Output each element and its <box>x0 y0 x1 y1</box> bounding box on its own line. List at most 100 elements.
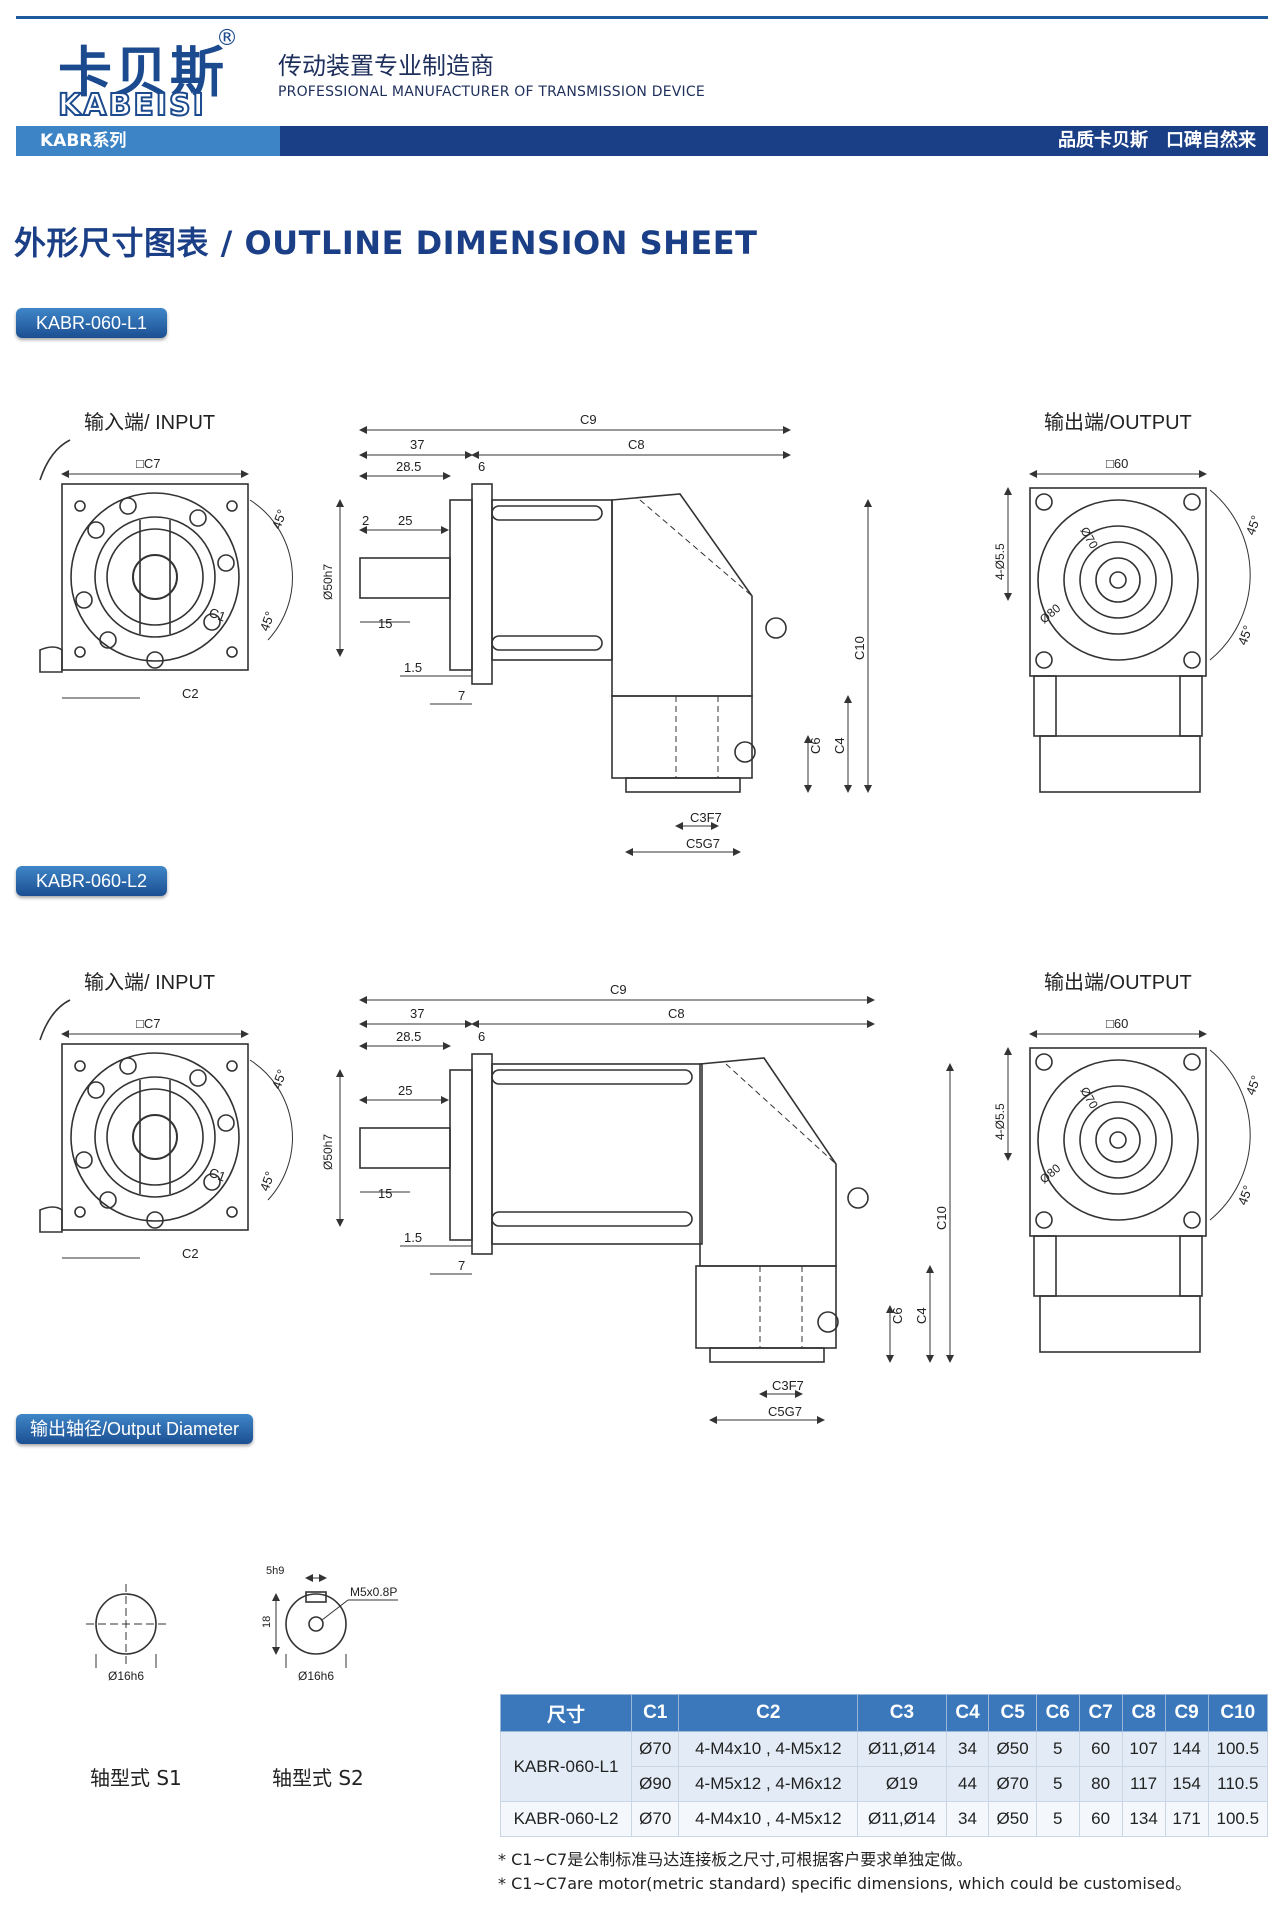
svg-text:45°: 45° <box>257 609 278 633</box>
svg-text:C10: C10 <box>852 636 867 660</box>
header-c2: C2 <box>678 1694 859 1732</box>
header-c3: C3 <box>857 1694 947 1732</box>
series-label: KABR系列 <box>40 131 127 151</box>
svg-text:C10: C10 <box>934 1206 949 1230</box>
svg-text:15: 15 <box>378 1186 392 1201</box>
svg-text:□60: □60 <box>1106 1016 1128 1031</box>
model-tag-l2: KABR-060-L2 <box>16 866 168 896</box>
svg-text:Ø80: Ø80 <box>1037 601 1064 627</box>
svg-text:Ø50h7: Ø50h7 <box>321 1134 335 1170</box>
svg-text:C3F7: C3F7 <box>690 810 722 825</box>
svg-text:C8: C8 <box>628 437 645 452</box>
tagline-en: PROFESSIONAL MANUFACTURER OF TRANSMISSIO… <box>278 84 705 100</box>
shaft-s2-label: 轴型式 S2 <box>272 1766 364 1790</box>
svg-text:7: 7 <box>458 688 465 703</box>
input-view-l1 <box>39 439 293 699</box>
table-header-row: 尺寸 C1 C2 C3 C4 C5 C6 C7 C8 C9 C10 <box>499 1694 1269 1732</box>
svg-text:37: 37 <box>410 437 424 452</box>
header-bar-accent <box>16 126 280 156</box>
svg-text:25: 25 <box>398 513 412 528</box>
svg-text:Ø16h6: Ø16h6 <box>108 1669 144 1683</box>
svg-text:C6: C6 <box>890 1307 905 1324</box>
shaft-s1-label: 轴型式 S1 <box>90 1766 182 1790</box>
dimension-table: 尺寸 C1 C2 C3 C4 C5 C6 C7 C8 C9 C10 KABR-0… <box>499 1694 1269 1837</box>
header-c8: C8 <box>1121 1694 1166 1732</box>
svg-text:C4: C4 <box>832 737 847 754</box>
model-cell: KABR-060-L1 <box>499 1731 633 1802</box>
svg-text:4-Ø5.5: 4-Ø5.5 <box>993 1103 1007 1140</box>
shaft-s2-drawing <box>272 1574 398 1668</box>
svg-text:2: 2 <box>362 513 369 528</box>
svg-text:C1: C1 <box>207 1165 228 1185</box>
table-row: KABR-060-L1 Ø70 4-M4x10 , 4-M5x12 Ø11,Ø1… <box>499 1731 1269 1802</box>
svg-text:7: 7 <box>458 1258 465 1273</box>
svg-text:28.5: 28.5 <box>396 1029 421 1044</box>
brand-logo-cn: 卡贝斯 <box>58 41 226 104</box>
svg-text:45°: 45° <box>1243 513 1264 537</box>
svg-text:Ø80: Ø80 <box>1037 1161 1064 1187</box>
input-label-l2: 输入端/ INPUT <box>84 972 216 994</box>
header-c6: C6 <box>1035 1694 1080 1732</box>
svg-text:45°: 45° <box>269 1067 290 1091</box>
svg-text:C5G7: C5G7 <box>686 836 720 851</box>
model-cell: KABR-060-L2 <box>499 1801 633 1837</box>
svg-text:45°: 45° <box>257 1169 278 1193</box>
svg-text:C6: C6 <box>808 737 823 754</box>
svg-text:C9: C9 <box>580 412 597 427</box>
table-row: KABR-060-L2 Ø70 4-M4x10 , 4-M5x12 Ø11,Ø1… <box>499 1801 1269 1837</box>
header-size: 尺寸 <box>499 1694 633 1732</box>
output-diameter-tag: 输出轴径/Output Diameter <box>16 1414 254 1444</box>
header-c10: C10 <box>1207 1694 1269 1732</box>
output-label-l1: 输出端/OUTPUT <box>1044 412 1192 434</box>
svg-text:C4: C4 <box>914 1307 929 1324</box>
note-cn: * C1~C7是公制标准马达连接板之尺寸,可根据客户要求单独定做。 <box>498 1850 973 1869</box>
header-c7: C7 <box>1078 1694 1123 1732</box>
section-title: 外形尺寸图表 / OUTLINE DIMENSION SHEET <box>14 224 758 262</box>
svg-text:□60: □60 <box>1106 456 1128 471</box>
registered-mark: ® <box>216 26 238 51</box>
note-en: * C1~C7are motor(metric standard) specif… <box>498 1874 1192 1893</box>
svg-text:Ø16h6: Ø16h6 <box>298 1669 334 1683</box>
output-view-l2 <box>1004 1030 1251 1353</box>
table-row: Ø90 4-M5x12 , 4-M6x12 Ø19 44 Ø70 5 80 11… <box>501 1766 1269 1802</box>
svg-text:15: 15 <box>378 616 392 631</box>
svg-text:C2: C2 <box>182 1246 199 1261</box>
svg-text:28.5: 28.5 <box>396 459 421 474</box>
svg-text:45°: 45° <box>1235 623 1256 647</box>
brand-logo-en: KABEISI <box>57 87 206 124</box>
header-c4: C4 <box>945 1694 990 1732</box>
output-label-l2: 输出端/OUTPUT <box>1044 972 1192 994</box>
svg-text:25: 25 <box>398 1083 412 1098</box>
svg-text:4-Ø5.5: 4-Ø5.5 <box>993 543 1007 580</box>
input-label-l1: 输入端/ INPUT <box>84 412 216 434</box>
svg-text:6: 6 <box>478 459 485 474</box>
svg-text:C5G7: C5G7 <box>768 1404 802 1419</box>
svg-text:Ø50h7: Ø50h7 <box>321 564 335 600</box>
svg-text:M5x0.8P: M5x0.8P <box>350 1585 397 1599</box>
svg-text:C2: C2 <box>182 686 199 701</box>
input-view-l2 <box>39 999 293 1259</box>
dim-c7-l1: □C7 <box>136 456 160 471</box>
svg-text:45°: 45° <box>269 507 290 531</box>
output-view-l1 <box>1004 470 1251 793</box>
slogan: 品质卡贝斯 口碑自然来 <box>1058 130 1256 151</box>
shaft-s1-drawing <box>86 1584 166 1668</box>
header-c9: C9 <box>1164 1694 1209 1732</box>
svg-text:C8: C8 <box>668 1006 685 1021</box>
svg-text:1.5: 1.5 <box>404 660 422 675</box>
model-tag-l1: KABR-060-L1 <box>16 308 168 338</box>
svg-text:C9: C9 <box>610 982 627 997</box>
tagline-cn: 传动装置专业制造商 <box>278 52 494 80</box>
top-rule <box>16 16 1268 19</box>
svg-text:45°: 45° <box>1235 1183 1256 1207</box>
svg-text:C1: C1 <box>207 605 228 625</box>
header-c1: C1 <box>631 1694 680 1732</box>
svg-text:C3F7: C3F7 <box>772 1378 804 1393</box>
svg-text:37: 37 <box>410 1006 424 1021</box>
svg-text:1.5: 1.5 <box>404 1230 422 1245</box>
svg-text:5h9: 5h9 <box>266 1565 284 1577</box>
svg-text:18: 18 <box>261 1616 273 1628</box>
svg-text:6: 6 <box>478 1029 485 1044</box>
side-view-l1 <box>336 426 872 856</box>
